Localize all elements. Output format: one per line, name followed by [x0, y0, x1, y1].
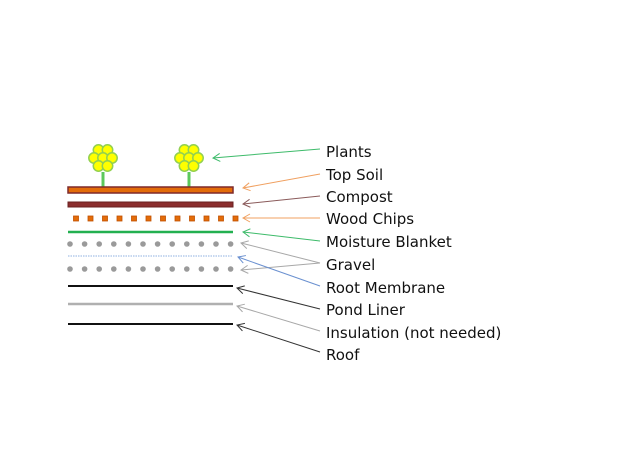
arrowhead-icon [242, 182, 251, 192]
arrow-root-membrane [237, 256, 321, 287]
wood-chip [87, 215, 94, 222]
gravel-stone [140, 266, 146, 272]
arrowhead-icon [241, 198, 251, 208]
label-plants: Plants [326, 143, 372, 161]
gravel-stone [67, 266, 73, 272]
gravel-stone [213, 241, 219, 247]
arrowhead-icon [236, 285, 245, 294]
gravel-stone [184, 266, 190, 272]
gravel-stone [169, 241, 175, 247]
gravel-stone [227, 241, 234, 247]
label-group: Plants Top Soil Compost Wood Chips Moist… [325, 143, 501, 364]
label-gravel: Gravel [326, 256, 375, 274]
gravel-stone [111, 241, 117, 247]
gravel-stone [125, 241, 132, 247]
gravel-stone [125, 266, 132, 272]
arrowhead-icon [239, 264, 249, 274]
gravel-stone [213, 266, 219, 272]
gravel-stone [184, 241, 190, 247]
arrow-group [211, 148, 321, 353]
gravel-stone [198, 266, 205, 272]
gravel-stone [96, 266, 102, 272]
wood-chip [73, 215, 79, 222]
gravel-stone [169, 266, 175, 272]
plant-flower [101, 160, 114, 172]
wood-chip [145, 215, 152, 222]
wood-chip [189, 215, 195, 222]
layer-stack [67, 144, 239, 325]
arrow-compost [242, 195, 321, 205]
plant-icon [174, 144, 204, 188]
label-compost: Compost [326, 188, 393, 206]
gravel-stone [198, 241, 205, 247]
plant-icon [88, 144, 118, 188]
arrowhead-icon [241, 213, 251, 223]
wood-chip [232, 215, 239, 222]
arrow-gravel [240, 262, 321, 271]
gravel-stone [81, 266, 88, 272]
gravel-stone [154, 266, 161, 272]
gravel-stone [96, 241, 102, 247]
arrowhead-icon [211, 153, 221, 162]
arrowhead-icon [237, 255, 247, 264]
label-roof: Roof [326, 346, 360, 364]
wood-chip [160, 215, 166, 222]
arrow-top-soil [242, 173, 321, 189]
label-wood-chips: Wood Chips [326, 210, 414, 228]
arrow-plants [212, 148, 321, 159]
gravel-stone [67, 241, 73, 247]
arrowhead-icon [240, 240, 249, 249]
arrow-moisture-blanket [242, 231, 321, 242]
arrow-roof [236, 324, 321, 353]
wood-chip [174, 215, 181, 222]
label-root-membrane: Root Membrane [326, 279, 445, 297]
wood-chip [102, 215, 108, 222]
gravel-stone [140, 241, 146, 247]
label-top-soil: Top Soil [325, 166, 383, 184]
wood-chip [218, 215, 224, 222]
label-moisture-blanket: Moisture Blanket [326, 233, 452, 251]
wood-chip [203, 215, 210, 222]
arrow-gravel [240, 242, 321, 264]
arrowhead-icon [241, 228, 251, 238]
gravel-stone [154, 241, 161, 247]
label-insulation: Insulation (not needed) [326, 324, 501, 342]
wood-chip [116, 215, 123, 222]
arrowhead-icon [236, 303, 245, 313]
gravel-stone [81, 241, 88, 247]
gravel-stone [111, 266, 117, 272]
arrow-pond-liner [236, 287, 321, 310]
arrowhead-icon [236, 322, 245, 332]
plant-flower [187, 160, 200, 172]
gravel-stone [227, 266, 234, 272]
top-soil-layer [67, 186, 234, 194]
compost-layer [67, 201, 234, 208]
label-pond-liner: Pond Liner [326, 301, 406, 319]
wood-chip [131, 215, 137, 222]
arrow-insulation [236, 305, 321, 332]
